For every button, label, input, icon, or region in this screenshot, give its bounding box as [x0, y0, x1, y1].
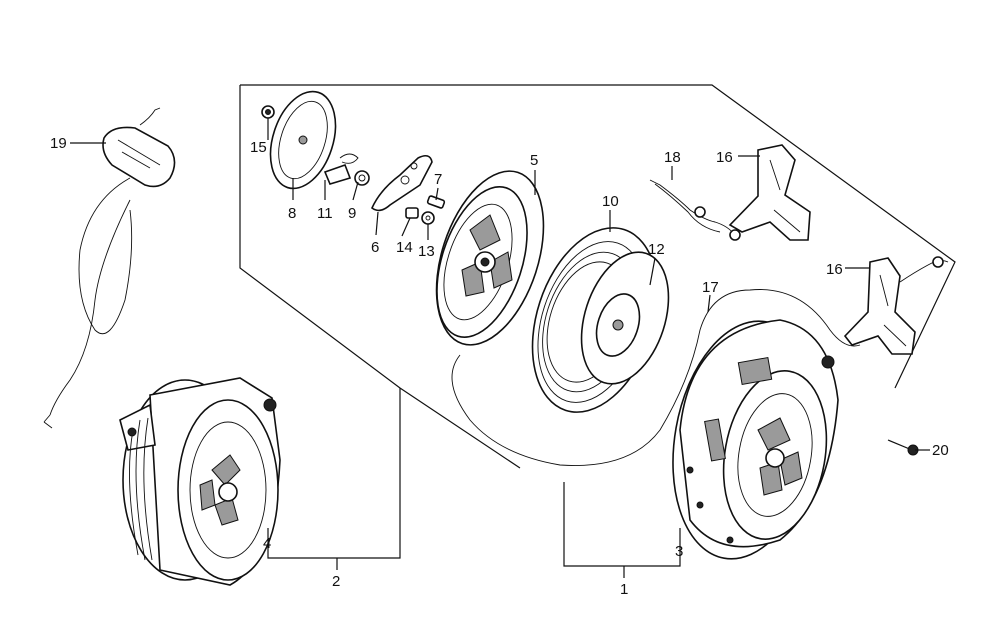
callout-16-upper: 16 [716, 149, 733, 166]
leader-lines [70, 118, 930, 545]
assembly-boundary [239, 84, 956, 469]
friction-plate-part [405, 207, 419, 219]
callout-18: 18 [664, 149, 681, 166]
friction-spring-part [354, 170, 370, 186]
callout-10: 10 [602, 193, 619, 210]
callout-20: 20 [932, 442, 949, 459]
callout-16-lower: 16 [826, 261, 843, 278]
starter-housing-right-part [672, 319, 839, 560]
pivot-screw-part [261, 105, 275, 119]
handle-upper-part [728, 144, 811, 241]
starter-housing-left-part [119, 377, 281, 586]
callout-7: 7 [434, 171, 442, 188]
reel-part [435, 170, 545, 346]
washer-part [421, 211, 435, 225]
callout-1: 1 [620, 581, 628, 598]
cover-plate-part [269, 90, 337, 190]
callout-6: 6 [371, 239, 379, 256]
callout-17: 17 [702, 279, 719, 296]
callout-5: 5 [530, 152, 538, 169]
callout-12: 12 [648, 241, 665, 258]
starter-rope-part [649, 179, 741, 241]
callout-15: 15 [250, 139, 267, 156]
bolt-part [887, 439, 919, 456]
callout-3: 3 [675, 543, 683, 560]
rope-loop-part [451, 289, 861, 466]
ratchet-part [371, 154, 433, 212]
handle-lower-part [843, 256, 949, 355]
bracket-2 [267, 388, 401, 570]
callout-9: 9 [348, 205, 356, 222]
callout-13: 13 [418, 243, 435, 260]
ratchet-spring-part [323, 153, 359, 185]
callout-4: 4 [263, 535, 271, 552]
return-spring-part [426, 195, 446, 209]
bracket-1 [563, 482, 681, 578]
starter-grip-part [43, 107, 176, 429]
callout-8: 8 [288, 205, 296, 222]
spring-case-part [580, 251, 670, 385]
callout-2: 2 [332, 573, 340, 590]
callout-19: 19 [50, 135, 67, 152]
callout-14: 14 [396, 239, 413, 256]
callout-11: 11 [317, 205, 333, 222]
